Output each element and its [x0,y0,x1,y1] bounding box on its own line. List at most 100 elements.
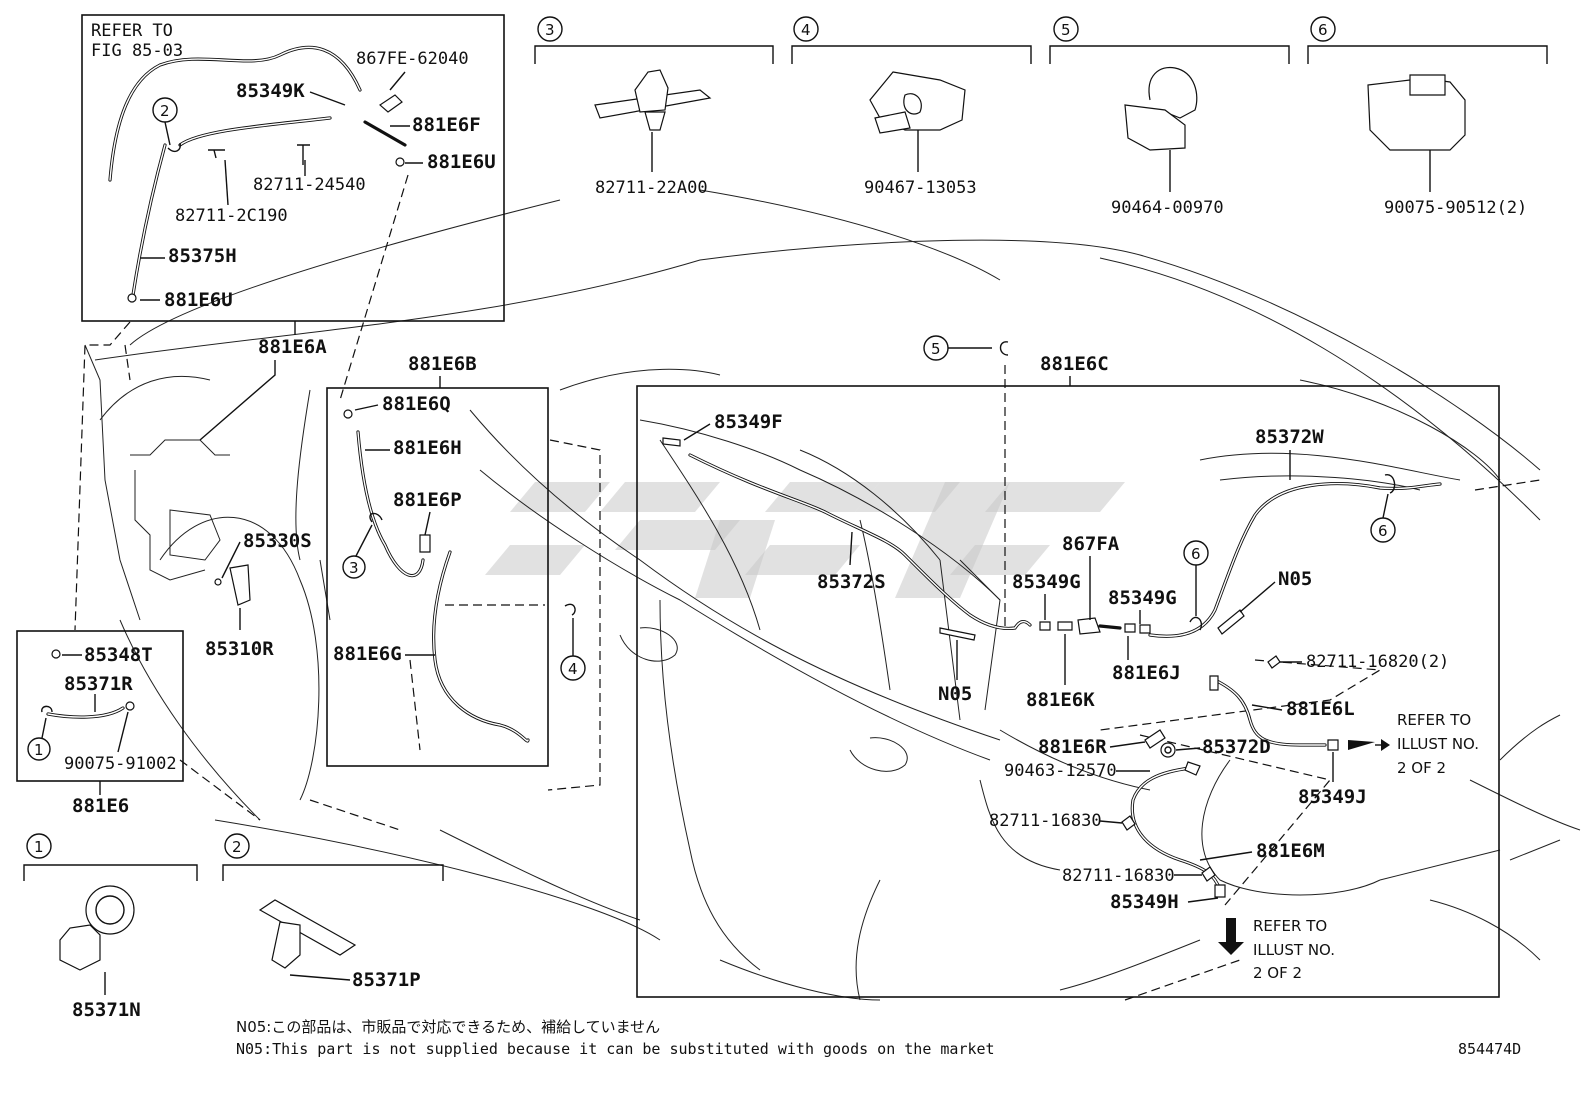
part-867FE-62040: 867FE-62040 [356,49,469,69]
part-881E6U: 881E6U [427,151,496,173]
part-85310R: 85310R [205,638,274,660]
connector-icon [662,437,681,447]
label-881E6: 881E6 [72,795,129,817]
part-82711-2C190: 82711-2C190 [175,206,288,226]
refer-illust-line2: ILLUST NO. [1253,941,1335,959]
clip-icon [1267,655,1281,669]
clamp-icon [127,293,137,303]
part-85349G: 85349G [1012,571,1081,593]
part-85348T: 85348T [84,644,153,666]
part-90075-90512: 90075-90512(2) [1384,198,1527,218]
part-82711-24540: 82711-24540 [253,175,366,195]
refer-illust-line2: ILLUST NO. [1397,735,1479,753]
grommet-icon [1160,742,1176,758]
fender-parts: 85330S 85310R [130,439,312,660]
part-881E6J: 881E6J [1112,662,1181,684]
part-90075-91002: 90075-91002 [64,754,177,774]
part-85371P: 85371P [352,969,421,991]
footnote-japanese: N05:この部品は、市販品で対応できるため、補給していません [236,1018,661,1036]
callout-circle-3 [342,555,366,579]
part-881E6U: 881E6U [164,289,233,311]
part-90464-00970: 90464-00970 [1111,198,1224,218]
part-881E6R: 881E6R [1038,736,1107,758]
part-881E6L: 881E6L [1286,698,1355,720]
box-881E6B: 881E6B 3 881E6Q 881E6H 881E6P 881E6G 4 [326,353,586,767]
connector-icon [1327,739,1339,751]
clip-icon [214,578,222,586]
group-number: 4 [801,21,811,39]
part-881E6M: 881E6M [1256,840,1325,862]
joint-icon [419,534,431,553]
clamp-icon [85,885,135,935]
car-body-outline [84,189,1581,1001]
part-82711-16830: 82711-16830 [1062,866,1175,886]
arrow-down-icon [1218,918,1244,955]
clip-icon [258,899,357,956]
part-85372W: 85372W [1255,426,1324,448]
callout-circle-1 [27,737,51,761]
part-85349G: 85349G [1108,587,1177,609]
box-881E6: 85348T 85371R 1 90075-91002 881E6 [16,630,184,817]
part-85372S: 85372S [817,571,886,593]
part-82711-22A00: 82711-22A00 [595,178,708,198]
refer-illust-line1: REFER TO [1253,917,1327,935]
clip-icon [1201,866,1216,882]
refer-fig-line2: FIG 85-03 [91,41,183,61]
part-90467-13053: 90467-13053 [864,178,977,198]
clip-body-icon [634,69,669,113]
clip-icon [1121,815,1136,831]
detail-group-6: 6 90075-90512(2) [1307,16,1548,218]
check-valve-icon [1077,617,1101,635]
detail-group-5: 5 90464-00970 [1049,16,1290,218]
refer-illust-line3: 2 OF 2 [1253,964,1302,982]
refer-fig-line1: REFER TO [91,21,173,41]
part-881E6F: 881E6F [412,114,481,136]
protector-icon [939,627,976,641]
detail-group-1: 1 85371N [23,833,198,1021]
label-881E6B: 881E6B [408,353,477,375]
group-number: 5 [1061,21,1071,39]
clamp-icon [343,409,353,419]
group-number: 6 [1318,21,1328,39]
clip-icon [379,94,403,113]
detail-group-4: 4 90467-13053 [791,16,1032,198]
refer-illust-line1: REFER TO [1397,711,1471,729]
part-881E6P: 881E6P [393,489,462,511]
callout-num: 4 [568,660,578,678]
detail-group-2: 2 85371P [222,833,444,991]
callout-num: 6 [1378,522,1388,540]
bracket-icon [229,564,251,606]
part-85349J: 85349J [1298,786,1367,808]
part-82711-16830: 82711-16830 [989,811,1102,831]
grommet-icon [125,701,135,711]
part-881E6H: 881E6H [393,437,462,459]
protector-icon [1217,609,1245,635]
clamp-icon [395,157,405,167]
footnote-english: N05:This part is not supplied because it… [236,1040,995,1058]
box-881E6C: 881E6C 5 85349F 85372S 85372W 6 6 N05 [636,335,1500,998]
part-82711-16820: 82711-16820(2) [1306,652,1449,672]
label-881E6C: 881E6C [1040,353,1109,375]
drawing-number: 854474D [1458,1040,1522,1058]
group-number: 2 [232,838,242,856]
part-881E6Q: 881E6Q [382,393,451,415]
part-881E6G: 881E6G [333,643,402,665]
group-number: 3 [545,21,555,39]
callout-num: 3 [349,559,359,577]
part-85372D: 85372D [1202,736,1271,758]
part-N05: N05 [938,683,972,705]
callout-num: 6 [1191,545,1201,563]
group-number: 1 [34,838,44,856]
box-881E6A: REFER TO FIG 85-03 2 867FE-62040 85349K … [81,14,505,441]
part-85349K: 85349K [236,80,305,102]
arrow-right-icon [1348,740,1375,750]
callout-num: 1 [34,741,44,759]
label-881E6A: 881E6A [258,336,327,358]
part-90463-12570: 90463-12570 [1004,761,1117,781]
dashed-leaders [74,174,1541,1001]
watermark-logo [485,482,1125,598]
part-85330S: 85330S [243,530,312,552]
part-85371R: 85371R [64,673,133,695]
part-85371N: 85371N [72,999,141,1021]
